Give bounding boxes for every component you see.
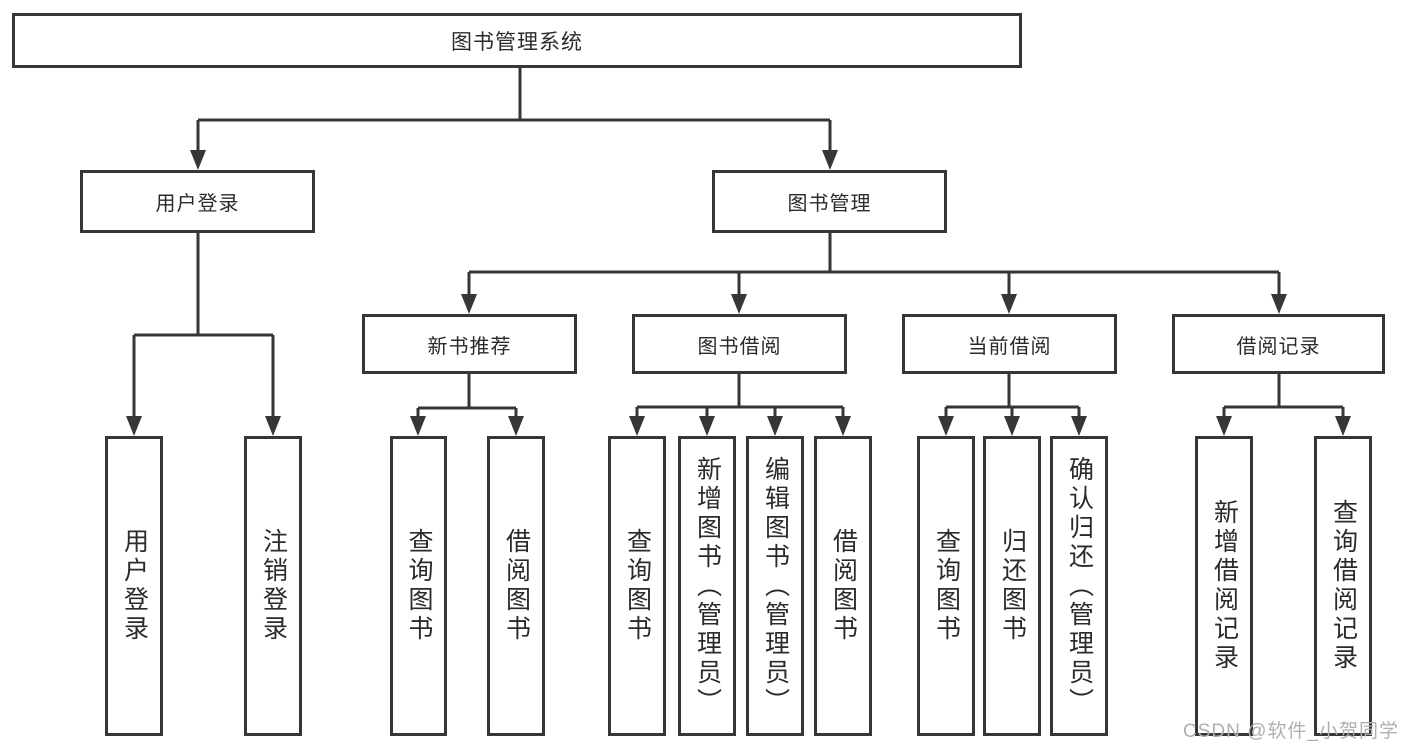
node-book-borrowing-label: 图书借阅: [697, 335, 782, 358]
leaf-rec-query-books: 查询图书: [390, 436, 447, 736]
node-borrowing-records-label: 借阅记录: [1236, 335, 1321, 358]
node-current-borrowing-label: 当前借阅: [967, 335, 1052, 358]
node-book-management-label: 图书管理: [787, 193, 872, 215]
leaf-borrow-edit-books-admin: 编辑图书（管理员）: [746, 436, 804, 736]
node-new-book-recommendation: 新书推荐: [362, 314, 577, 374]
leaf-borrow-add-books-admin: 新增图书（管理员）: [678, 436, 736, 736]
leaf-user-login: 用户登录: [105, 436, 163, 736]
leaf-borrow-add-books-admin-label: 新增图书（管理员）: [693, 455, 722, 717]
node-new-book-recommendation-label: 新书推荐: [427, 335, 512, 358]
node-root-label: 图书管理系统: [451, 30, 583, 54]
node-user-login: 用户登录: [80, 170, 315, 233]
leaf-current-confirm-return-admin-label: 确认归还（管理员）: [1065, 455, 1094, 717]
leaf-records-add-record: 新增借阅记录: [1195, 436, 1253, 736]
leaf-borrow-borrow-books: 借阅图书: [814, 436, 872, 736]
leaf-rec-query-books-label: 查询图书: [405, 528, 433, 644]
leaf-rec-borrow-books-label: 借阅图书: [502, 528, 531, 644]
leaf-logout: 注销登录: [244, 436, 302, 736]
leaf-records-add-record-label: 新增借阅记录: [1210, 499, 1239, 673]
leaf-records-query-record: 查询借阅记录: [1314, 436, 1372, 736]
leaf-rec-borrow-books: 借阅图书: [487, 436, 545, 736]
leaf-borrow-edit-books-admin-label: 编辑图书（管理员）: [761, 455, 790, 717]
csdn-watermark: CSDN @软件_小贺同学: [1183, 721, 1399, 742]
leaf-current-return-books-label: 归还图书: [998, 528, 1027, 644]
leaf-current-query-books: 查询图书: [917, 436, 975, 736]
leaf-borrow-query-books: 查询图书: [608, 436, 666, 736]
leaf-borrow-borrow-books-label: 借阅图书: [829, 528, 858, 644]
leaf-current-confirm-return-admin: 确认归还（管理员）: [1050, 436, 1108, 736]
node-book-borrowing: 图书借阅: [632, 314, 847, 374]
node-current-borrowing: 当前借阅: [902, 314, 1117, 374]
node-root-system: 图书管理系统: [12, 13, 1022, 68]
node-borrowing-records: 借阅记录: [1172, 314, 1385, 374]
node-book-management: 图书管理: [712, 170, 947, 233]
leaf-current-query-books-label: 查询图书: [932, 528, 961, 644]
leaf-logout-label: 注销登录: [259, 528, 288, 644]
leaf-records-query-record-label: 查询借阅记录: [1329, 499, 1358, 673]
node-user-login-label: 用户登录: [155, 193, 240, 215]
arrowhead-icons: [126, 150, 1351, 436]
leaf-borrow-query-books-label: 查询图书: [623, 528, 652, 644]
leaf-user-login-label: 用户登录: [120, 528, 149, 644]
leaf-current-return-books: 归还图书: [983, 436, 1041, 736]
